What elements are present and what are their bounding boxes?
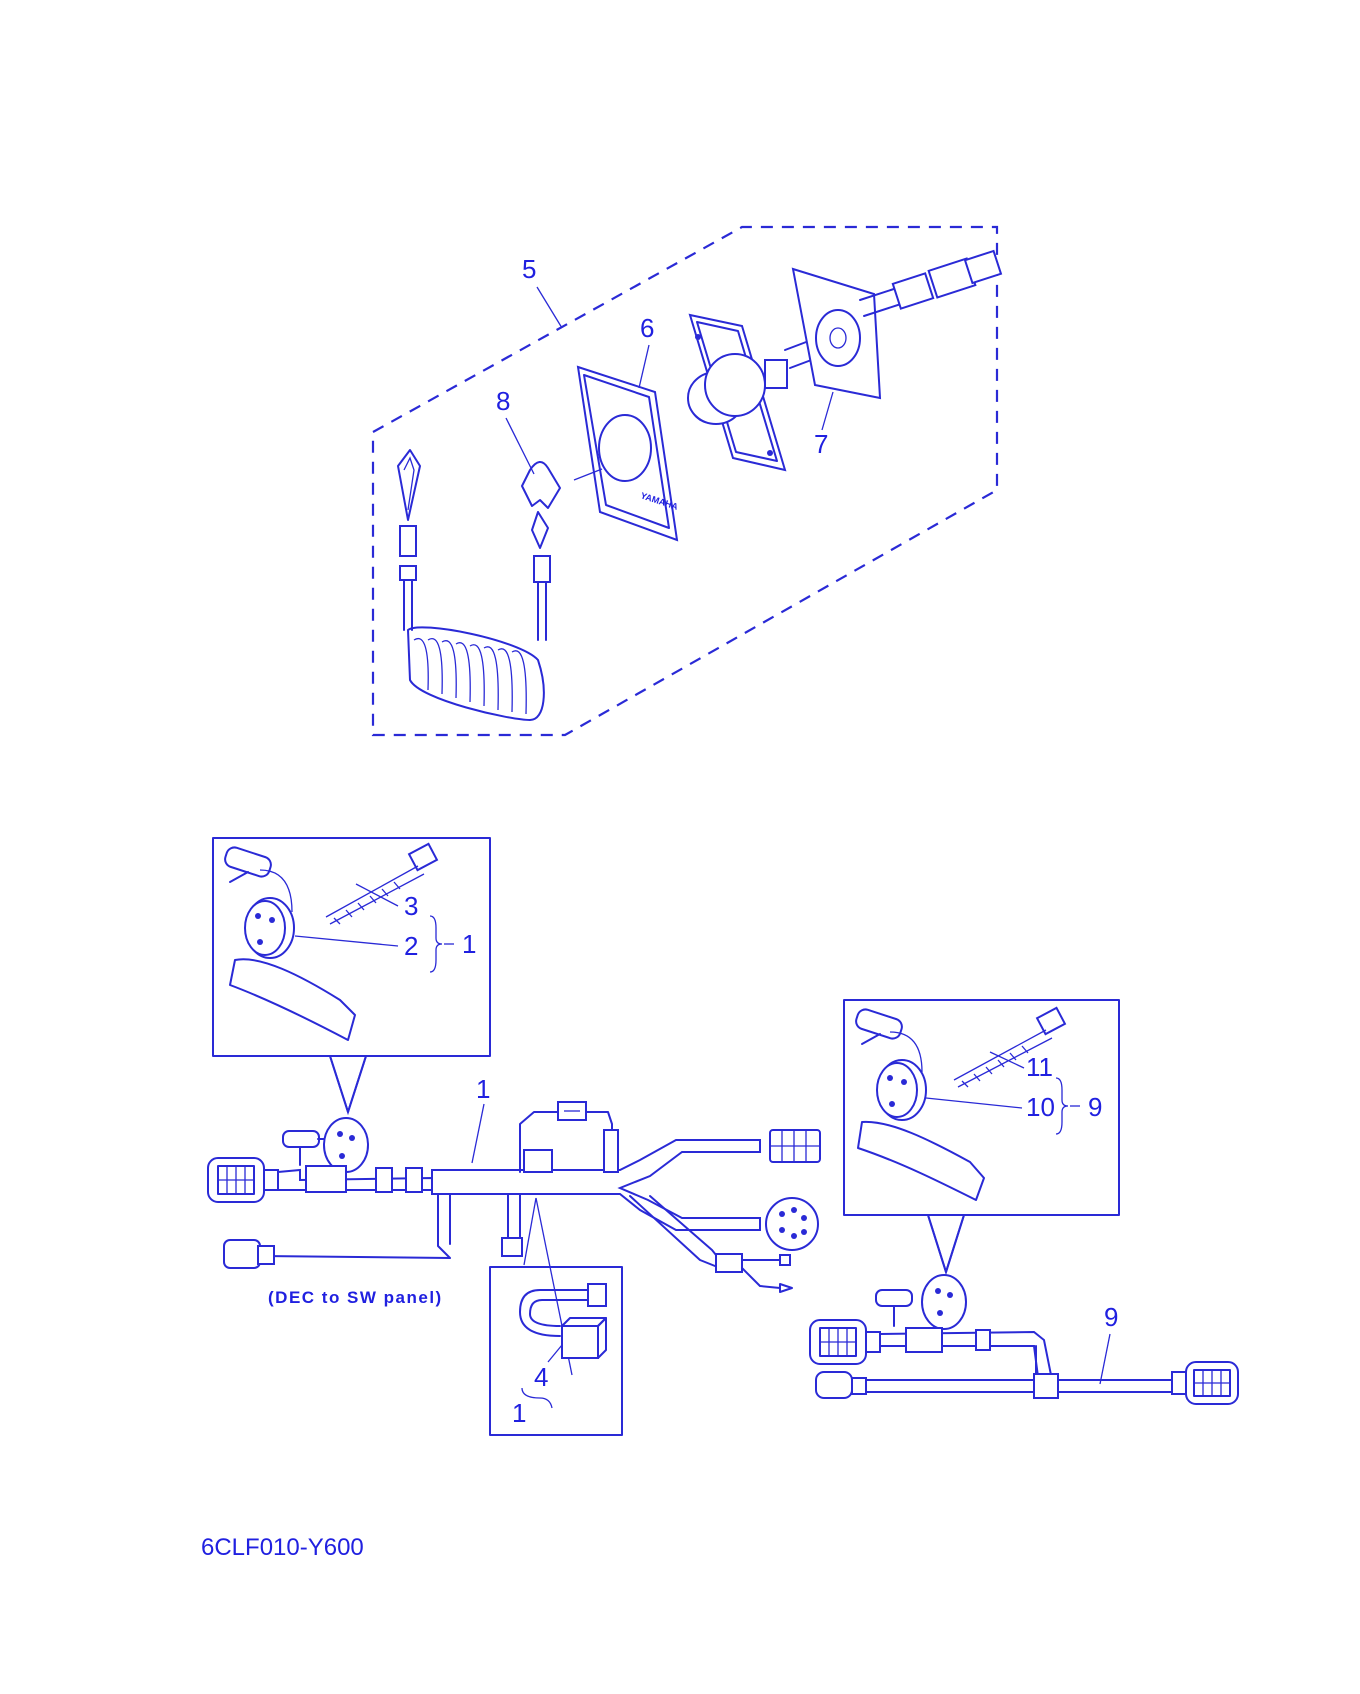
callout-9-bracket: 9 [1088, 1092, 1102, 1122]
callout-8: 8 [496, 386, 510, 416]
stop-switch-body [687, 313, 839, 472]
sub-lead-detail-box: 4 1 [489, 1197, 623, 1436]
rear-connector [859, 249, 1003, 317]
assembly-dashed-outline [371, 225, 999, 737]
lanyard-cord [397, 449, 603, 721]
faceplate: YAMAHA [576, 365, 680, 542]
callout-1-bracket: 1 [462, 929, 476, 959]
callout-6: 6 [640, 313, 654, 343]
callout-2: 2 [404, 931, 418, 961]
callout-10: 10 [1026, 1092, 1055, 1122]
main-wire-harness: 1 [207, 1074, 821, 1307]
callout-9-main: 9 [1104, 1302, 1118, 1332]
right-detail-box: 11 10 9 [843, 999, 1120, 1276]
callout-5: 5 [522, 254, 536, 284]
switch-gasket [791, 267, 882, 400]
switch-assembly-group: 5 YAMAHA 6 7 [371, 225, 1003, 737]
callout-1-sub: 1 [512, 1398, 526, 1428]
harness-caption: (DEC to SW panel) [268, 1288, 443, 1307]
secondary-wire-harness: 9 [809, 1274, 1239, 1405]
part-code: 6CLF010-Y600 [201, 1534, 364, 1561]
callout-11: 11 [1026, 1052, 1053, 1082]
callout-4: 4 [534, 1362, 548, 1392]
callout-3: 3 [404, 891, 418, 921]
callout-1-main: 1 [476, 1074, 490, 1104]
left-detail-box: 3 2 1 [212, 837, 491, 1116]
callout-7: 7 [814, 429, 828, 459]
